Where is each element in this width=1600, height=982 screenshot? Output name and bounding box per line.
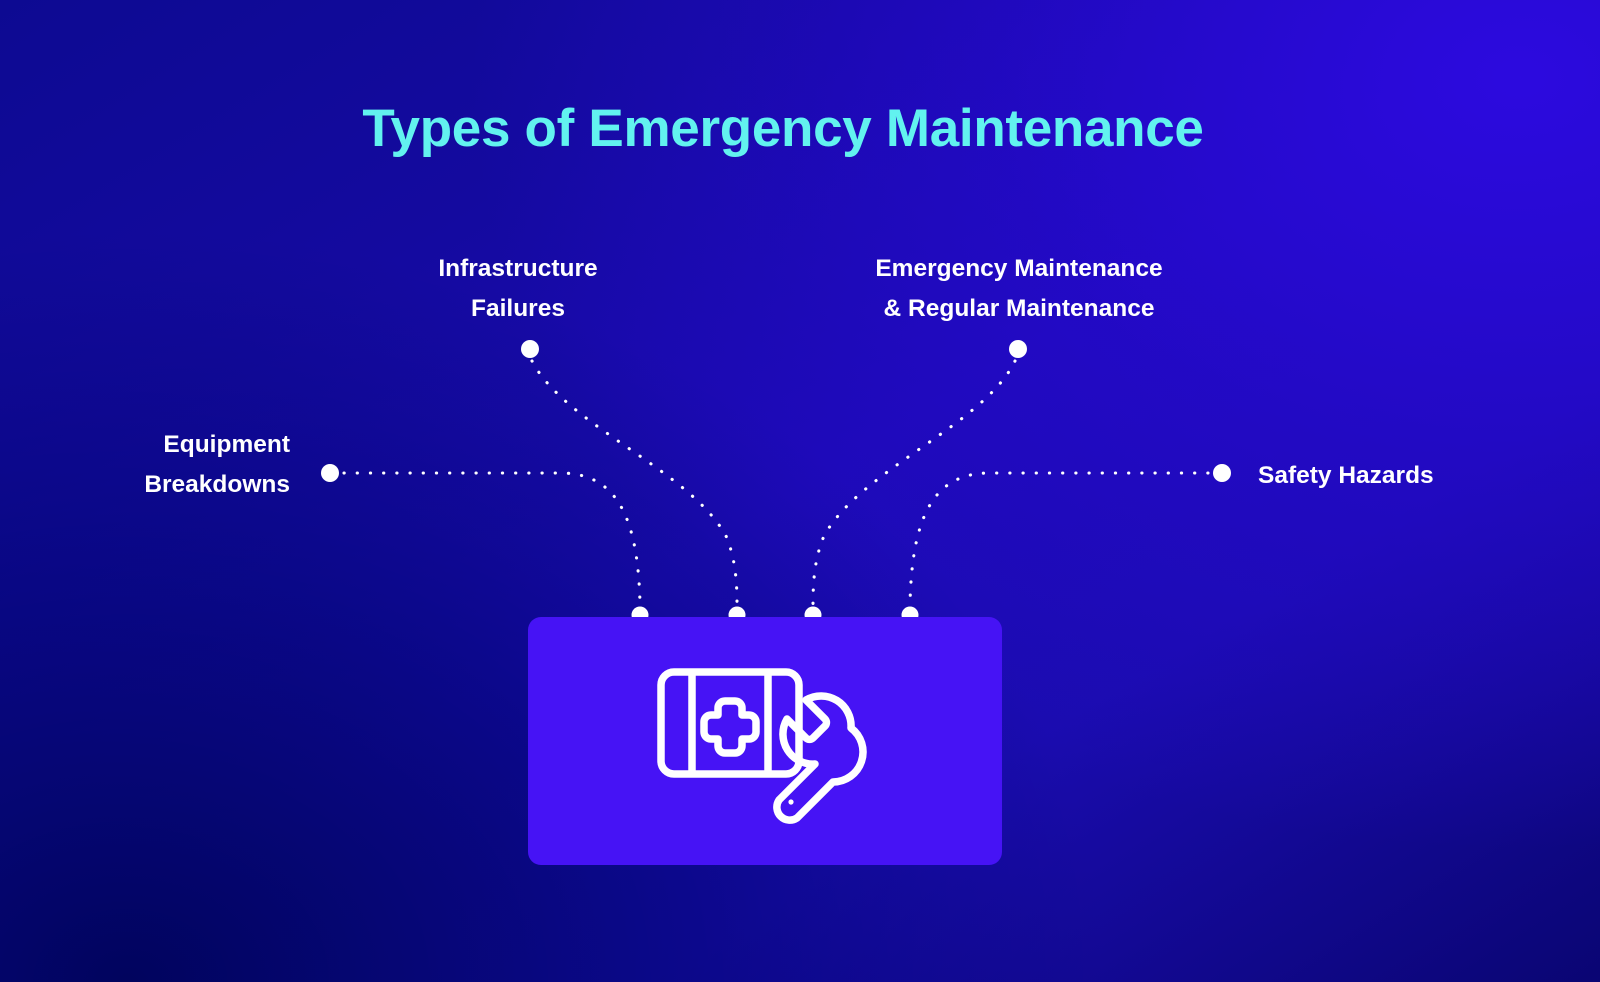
node-dot-emergency-maintenance[interactable] xyxy=(1009,340,1027,358)
connector-equipment-breakdowns xyxy=(342,471,642,606)
node-dot-safety-hazards[interactable] xyxy=(1213,464,1231,482)
node-dot-equipment-breakdowns[interactable] xyxy=(321,464,339,482)
connector-safety-hazards xyxy=(908,471,1210,606)
connector-emergency-maintenance xyxy=(811,359,1017,606)
label-equipment-breakdowns: Equipment Breakdowns xyxy=(144,431,290,498)
label-infrastructure-failures: Infrastructure Failures xyxy=(438,255,598,322)
first-aid-kit-with-wrench-icon xyxy=(655,656,875,826)
node-dot-infrastructure-failures[interactable] xyxy=(521,340,539,358)
label-safety-hazards: Safety Hazards xyxy=(1258,462,1434,489)
center-icon-card[interactable] xyxy=(528,617,1002,865)
connector-infrastructure-failures xyxy=(530,359,739,606)
label-emergency-and-regular-maintenance: Emergency Maintenance & Regular Maintena… xyxy=(875,255,1163,322)
page-title: Types of Emergency Maintenance xyxy=(362,99,1204,158)
